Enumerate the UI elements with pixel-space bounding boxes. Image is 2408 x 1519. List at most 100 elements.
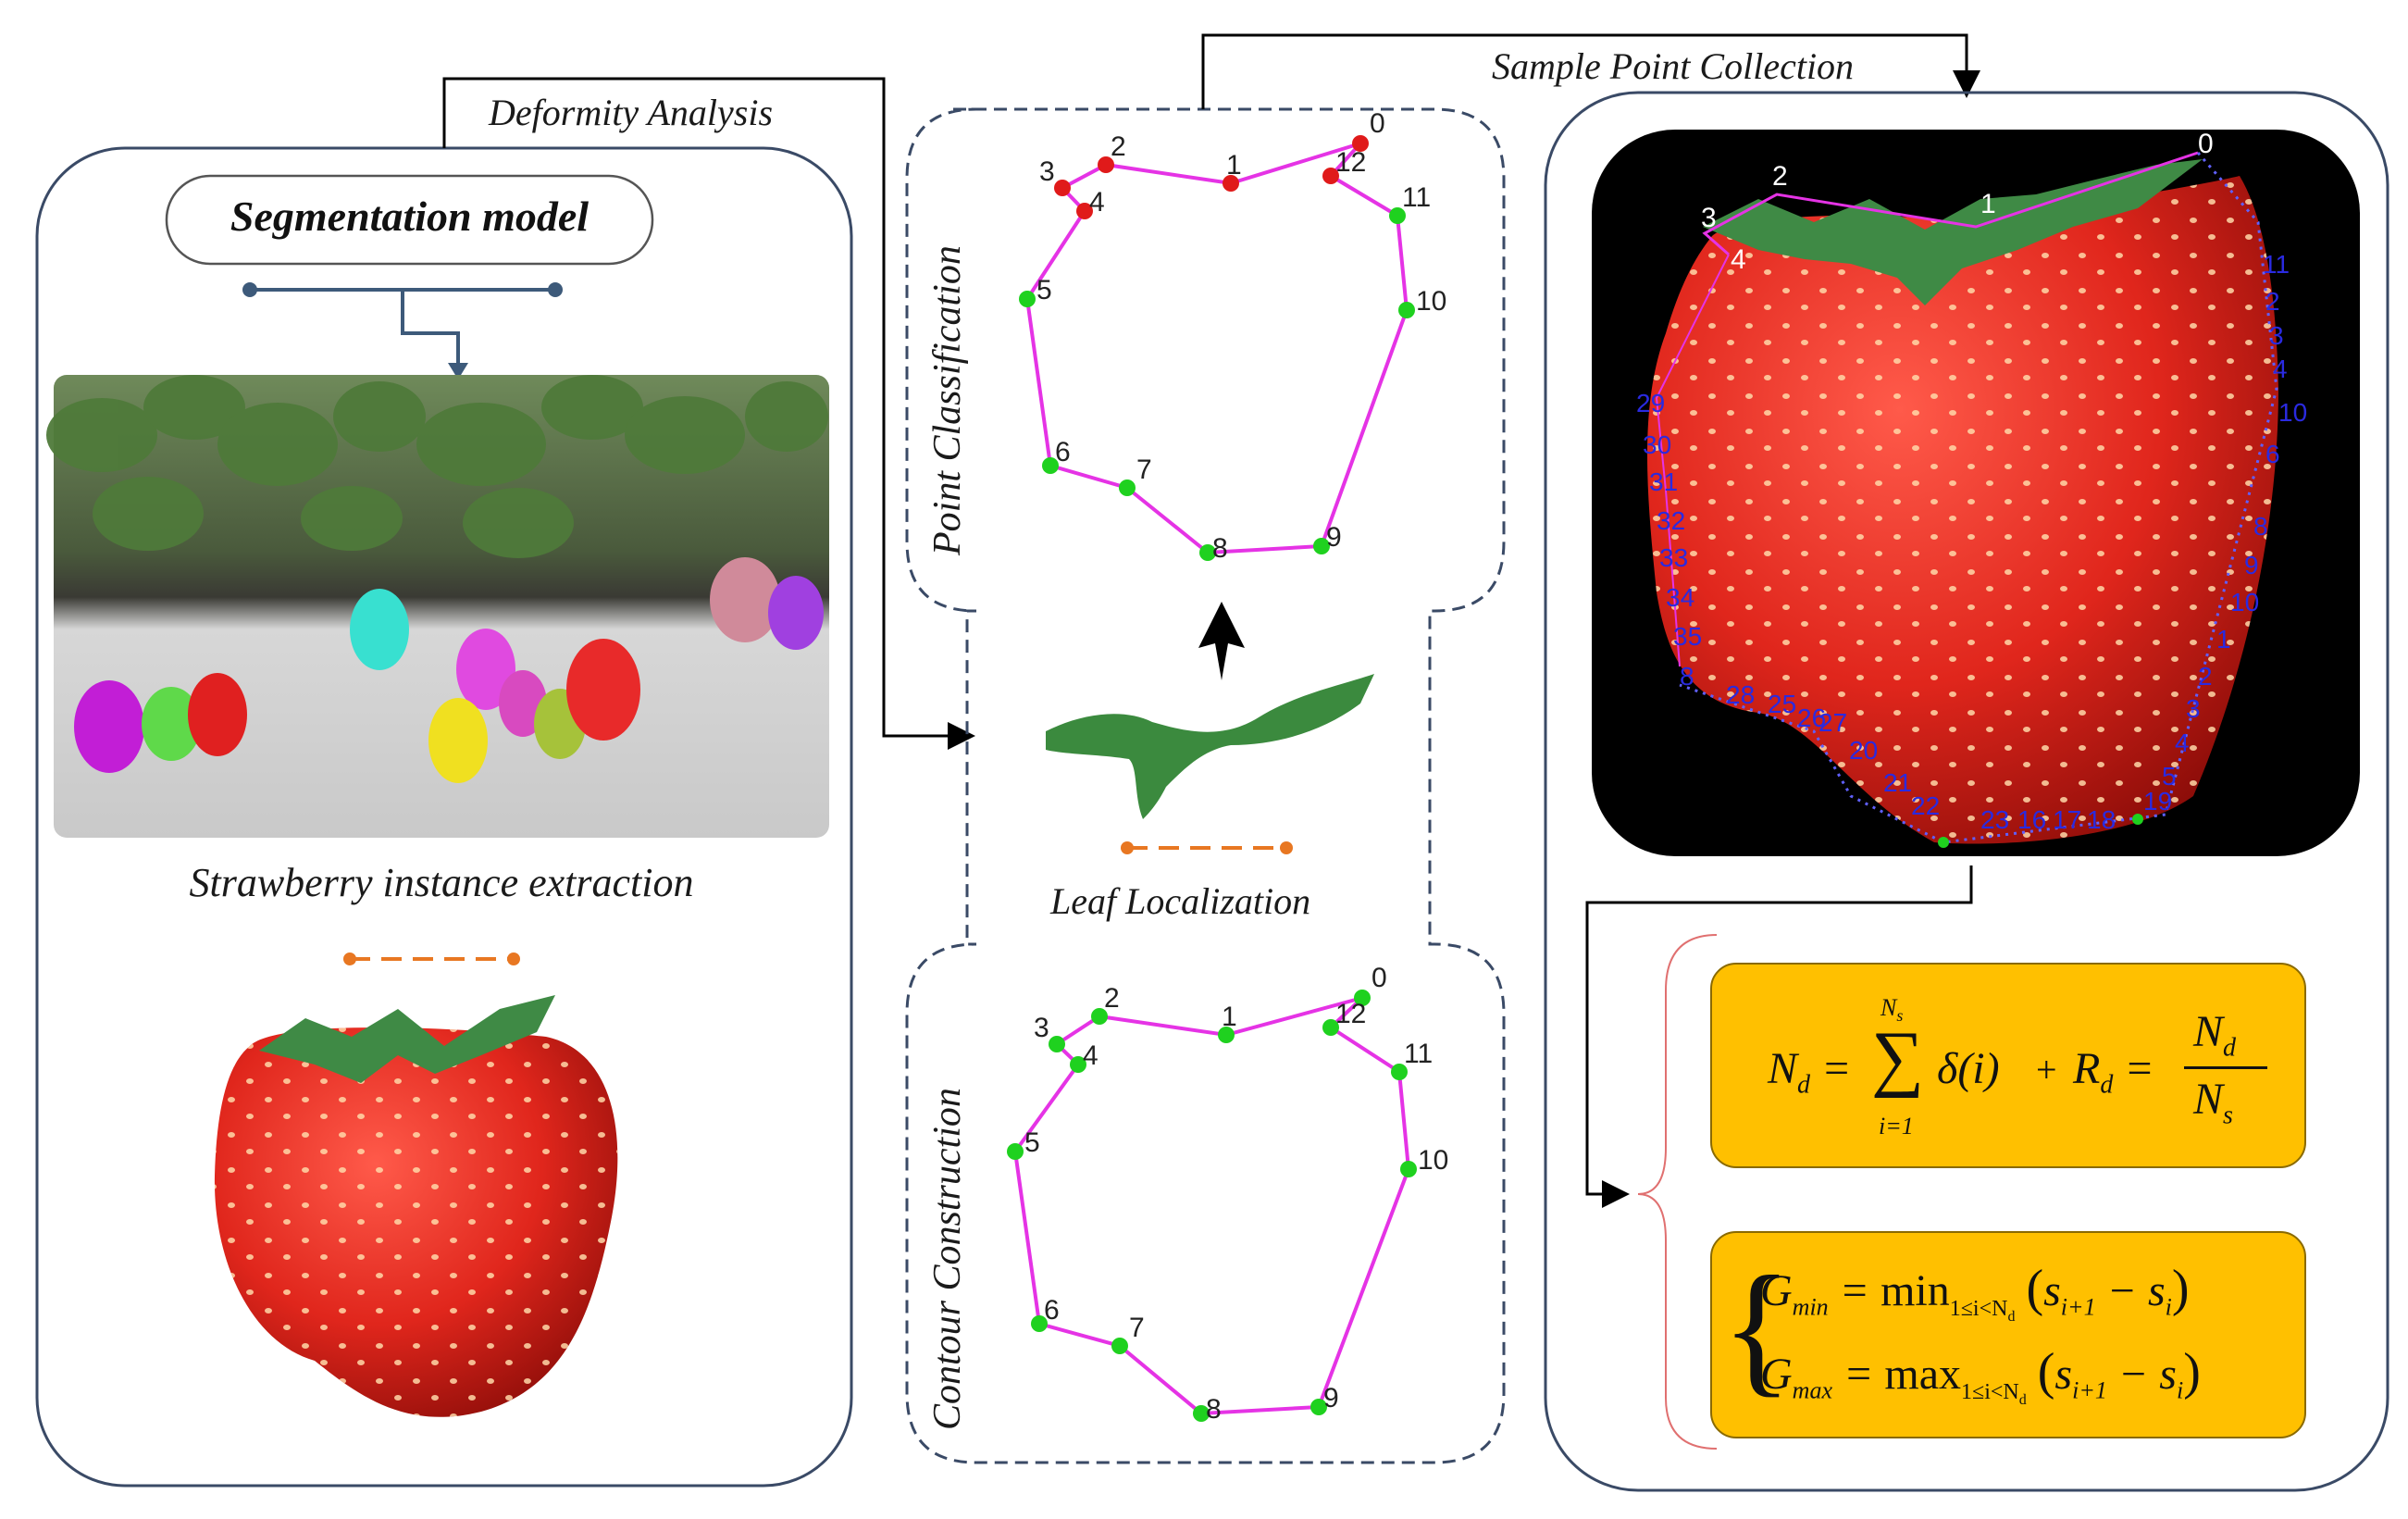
sample-label-18: 5	[2162, 762, 2177, 791]
contour-label-11: 11	[1404, 1039, 1433, 1069]
sample-label-28: 26	[1797, 703, 1826, 732]
contour-label-11: 11	[1402, 182, 1431, 213]
sample-label-29: 25	[1768, 690, 1796, 718]
rd-symbol: R	[2073, 1044, 2101, 1093]
sample-label-9: 10	[2278, 398, 2307, 427]
mask-rose	[710, 557, 780, 642]
mask-pink	[456, 629, 515, 710]
contour-point-0	[1352, 135, 1369, 152]
sample-label-4: 4	[1731, 244, 1746, 275]
contour-point-1	[1223, 175, 1239, 192]
sample-label-30: 28	[1726, 680, 1755, 709]
sample-label-17: 4	[2175, 728, 2190, 757]
formula-connector	[1585, 865, 1973, 1208]
contour-label-12: 12	[1335, 999, 1366, 1029]
leaf-localization-label: Leaf Localization	[1050, 880, 1311, 922]
contour-point-0	[1354, 990, 1371, 1006]
contour-point-1	[1218, 1027, 1235, 1043]
right-panel-border	[1544, 91, 2389, 1492]
sample-connector	[1201, 33, 1980, 109]
contour-point-11	[1389, 207, 1406, 224]
sample-label-25: 21	[1883, 768, 1912, 797]
gmin-symbol: G	[1760, 1266, 1793, 1315]
contour-point-4	[1076, 203, 1093, 219]
sample-label-32: 30	[1643, 430, 1671, 459]
sample-label-24: 22	[1911, 791, 1940, 820]
contour-label-8: 8	[1212, 533, 1228, 564]
nd-symbol: N	[1768, 1044, 1798, 1093]
right-panel	[1544, 91, 2389, 1492]
formula-box-nd: Nd = Ns ∑ i=1 δ(i) + Rd = Nd Ns	[1710, 963, 2306, 1168]
mask-yellow	[428, 698, 488, 783]
contour-label-8: 8	[1206, 1394, 1222, 1425]
sample-label-12: 9	[2244, 551, 2259, 579]
sample-label-14: 1	[2216, 625, 2231, 654]
sample-label-23: 23	[1980, 805, 2009, 834]
contour-point-8	[1193, 1405, 1210, 1422]
contour-label-5: 5	[1036, 275, 1052, 305]
contour-label-0: 0	[1370, 108, 1385, 139]
leaf-shape	[1046, 674, 1374, 819]
mask-green	[142, 687, 201, 761]
contour-label-6: 6	[1055, 437, 1071, 467]
contour-label-2: 2	[1104, 983, 1120, 1014]
center-panel-border	[905, 107, 1506, 1464]
contour-label-9: 9	[1323, 1383, 1339, 1413]
seg-connector	[401, 290, 460, 370]
contour-label-9: 9	[1326, 522, 1342, 553]
contour-point-7	[1111, 1338, 1128, 1354]
sample-label-36: 34	[1666, 583, 1694, 612]
contour-label-4: 4	[1089, 187, 1105, 218]
formula-brace	[1637, 934, 1718, 1450]
bar-dot-right	[548, 282, 563, 297]
contour-point-5	[1019, 291, 1036, 307]
contour-point-6	[1031, 1315, 1048, 1332]
field-photo	[46, 375, 829, 838]
fraction-bar	[2184, 1066, 2267, 1069]
contour-point-3	[1054, 180, 1071, 196]
contour-point-8	[1199, 544, 1216, 561]
sample-label-27: 27	[1818, 708, 1847, 737]
sample-label-38: 8	[1680, 662, 1694, 691]
sample-label-3: 3	[1701, 203, 1717, 233]
contour-point-12	[1322, 168, 1339, 184]
sample-label-8: 4	[2273, 355, 2288, 383]
contour-point-6	[1042, 457, 1059, 474]
up-arrow	[1198, 602, 1245, 680]
sample-label-2: 2	[1772, 161, 1788, 192]
seg-arrow	[448, 363, 468, 380]
sample-label-7: 3	[2269, 321, 2284, 350]
contour-point-5	[1007, 1143, 1024, 1160]
formula-box-gaps: { Gmin = min1≤i<Nd (si+1 − si) Gmax = ma…	[1710, 1231, 2306, 1438]
sample-label-13: 10	[2230, 588, 2259, 616]
contour-label-0: 0	[1372, 963, 1387, 993]
contour-label-1: 1	[1226, 150, 1242, 181]
contour-point-4	[1070, 1056, 1086, 1073]
contour-point-2	[1091, 1008, 1108, 1025]
contour-label-12: 12	[1335, 147, 1366, 178]
sample-label-34: 32	[1657, 506, 1685, 535]
sample-label-6: 2	[2265, 287, 2280, 316]
contour-label-5: 5	[1024, 1127, 1040, 1158]
mask-magenta-1	[74, 680, 144, 773]
sample-label-37: 35	[1673, 622, 1702, 651]
sample-label-0: 0	[2198, 129, 2214, 159]
contour-point-9	[1310, 1399, 1327, 1415]
sample-label-16: 3	[2186, 694, 2201, 723]
contour-label-7: 7	[1129, 1313, 1145, 1343]
contour-label-6: 6	[1044, 1295, 1060, 1326]
contour-point-2	[1098, 156, 1114, 173]
point-classification-label: Point Classification	[926, 245, 969, 555]
sample-label-1: 1	[1980, 189, 1996, 219]
contour-polygon	[1012, 996, 1411, 1416]
sample-label-31: 29	[1636, 389, 1665, 417]
deformity-analysis-label: Deformity Analysis	[489, 92, 774, 133]
contour-label-3: 3	[1039, 156, 1055, 187]
sample-label-26: 20	[1849, 736, 1878, 765]
contour-label-7: 7	[1136, 454, 1152, 485]
deformity-connector	[442, 77, 975, 750]
contour-point-3	[1049, 1036, 1065, 1052]
